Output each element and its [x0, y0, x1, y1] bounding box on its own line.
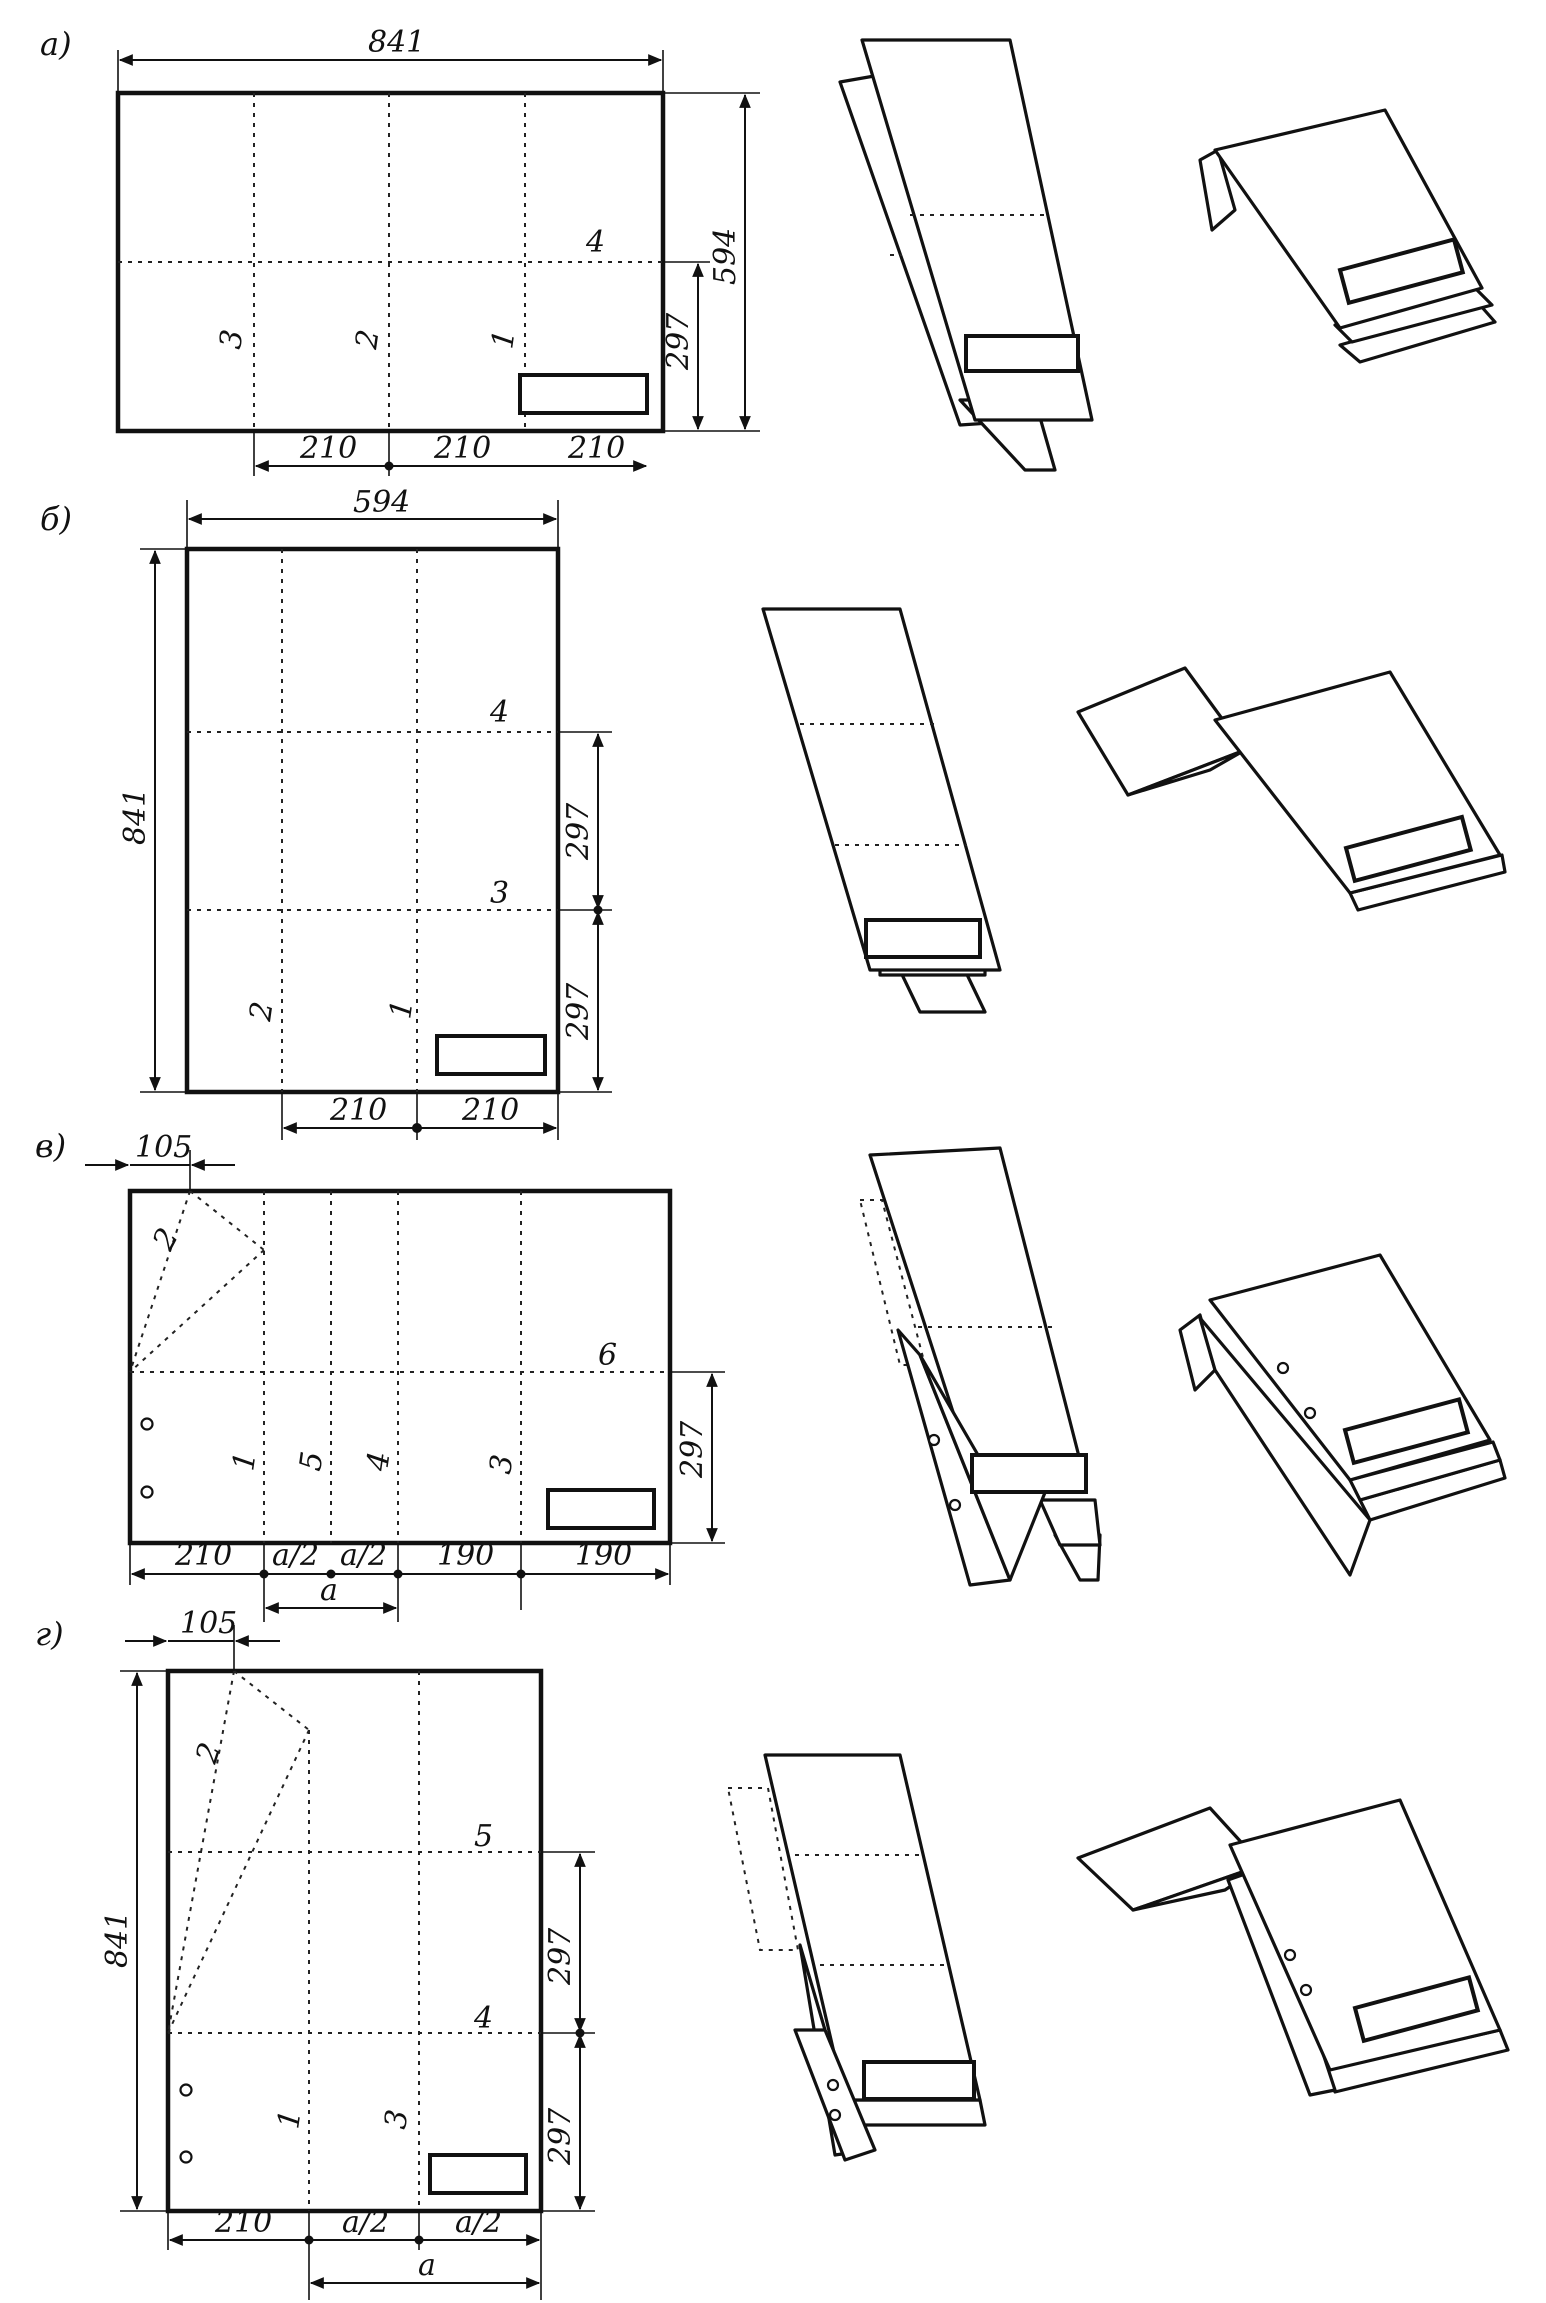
- panel-g-title-block: [428, 2153, 528, 2195]
- panel-v-binding-hole: [140, 1485, 154, 1499]
- panel-g-dimension-bottom-label: a/2: [455, 2205, 502, 2240]
- panel-g-fold-number: 4: [473, 2001, 493, 2036]
- panel-a-fold-number: 2: [349, 327, 386, 352]
- panel-b-label: б): [40, 500, 72, 538]
- panel-v-fold-line: [129, 1249, 265, 1373]
- panel-a-folded-view-1: [838, 38, 1094, 472]
- panel-v-fold-number: 5: [293, 1449, 330, 1473]
- panel-v-folded-view-2: [1178, 1253, 1507, 1577]
- panel-v-fold-line: [129, 1190, 191, 1373]
- panel-g: г) 1 2 3 4 5 105 841 297: [35, 1606, 1510, 2300]
- panel-v-dimension-bottom-sub-label: a: [320, 1573, 338, 1608]
- panel-b-fold-number: 4: [489, 695, 509, 730]
- panel-b-fold-number: 2: [243, 999, 280, 1024]
- panel-g-dimension-bottom-label: a/2: [342, 2205, 389, 2240]
- panel-b-dimension-node: [593, 905, 603, 915]
- panel-g-dimension-right-label: 297: [543, 1927, 578, 1986]
- panel-g-dimension-left-label: 841: [100, 1911, 135, 1968]
- panel-b-fold-number: 3: [490, 876, 509, 911]
- panel-v-fold-number: 3: [483, 1452, 520, 1476]
- panel-b-dimension-bottom-label: 210: [329, 1093, 387, 1128]
- panel-b-folded-view-1: [761, 607, 1002, 1014]
- panel-v-folded-view-1: [858, 1146, 1102, 1587]
- panel-a: а) 1 2 3 4 841 594 297 210 210 210: [40, 25, 1497, 476]
- panel-a-fold-number: 1: [485, 327, 522, 351]
- panel-b: б) 1 2 3 4 594 841 297 297: [40, 485, 1507, 1140]
- panel-g-fold-number: 1: [271, 2107, 308, 2131]
- panel-v-fold-line: [189, 1190, 265, 1251]
- panel-v-fold-number: 1: [226, 1449, 263, 1473]
- panel-v-fold-number: 6: [598, 1338, 617, 1373]
- panel-g-dimension-bottom-sub-label: a: [418, 2248, 436, 2283]
- panel-v-dimension-node: [393, 1569, 403, 1579]
- panel-v-dimension-bottom-label: 190: [437, 1538, 494, 1573]
- panel-v-sheet: [127, 1188, 673, 1546]
- panel-g-sheet: [165, 1668, 544, 2214]
- panel-g-fold-number: 3: [378, 2107, 415, 2131]
- panel-v-dimension-top-label: 105: [135, 1130, 192, 1165]
- panel-b-dimension-top-label: 594: [353, 485, 410, 520]
- panel-g-fold-line: [167, 1670, 235, 2034]
- panel-b-dimension-left-label: 841: [118, 788, 153, 845]
- panel-v-binding-hole: [140, 1417, 154, 1431]
- panel-b-dimension-right-label: 297: [561, 802, 596, 861]
- panel-g-dimension-top-label: 105: [180, 1606, 237, 1641]
- panel-g-fold-number: 2: [189, 1738, 228, 1768]
- panel-b-dimension-node: [412, 1123, 422, 1133]
- panel-a-dimension-top-label: 841: [368, 25, 425, 60]
- panel-a-label: а): [40, 25, 72, 63]
- panel-g-fold-number: 5: [474, 1819, 493, 1854]
- panel-v-dimension-bottom-label: 190: [575, 1538, 632, 1573]
- panel-a-dimension-node: [384, 461, 394, 471]
- panel-a-dimension-right-total-label: 594: [708, 228, 743, 285]
- panel-b-folded-view-2: [1076, 666, 1507, 912]
- panel-v-dimension-bottom-label: a/2: [272, 1538, 319, 1573]
- panel-v-label: в): [35, 1127, 66, 1165]
- panel-v-dimension-bottom-label: a/2: [340, 1538, 387, 1573]
- panel-g-folded-view-2: [1076, 1798, 1510, 2097]
- panel-a-dimension-bottom-label: 210: [567, 431, 625, 466]
- panel-g-binding-hole: [179, 2083, 193, 2097]
- panel-a-folded-view-2: [1198, 108, 1497, 364]
- panel-g-fold-line: [233, 1670, 310, 1731]
- panel-b-dimension-bottom-label: 210: [461, 1093, 519, 1128]
- panel-a-title-block: [518, 373, 649, 415]
- panel-g-binding-hole: [179, 2150, 193, 2164]
- panel-a-fold-number: 4: [585, 225, 605, 260]
- panel-b-title-block: [435, 1034, 547, 1076]
- panel-v-dimension-right-label: 297: [675, 1420, 710, 1479]
- panel-g-dimension-right-label: 297: [543, 2107, 578, 2166]
- panel-g-dimension-node: [304, 2235, 314, 2245]
- panel-a-dimension-bottom-label: 210: [433, 431, 491, 466]
- panel-v-dimension-node: [516, 1569, 526, 1579]
- panel-v-title-block: [546, 1488, 656, 1530]
- panel-v-dimension-bottom-label: 210: [174, 1538, 232, 1573]
- panel-v-dimension-node: [259, 1569, 269, 1579]
- panel-b-dimension-right-label: 297: [561, 982, 596, 1041]
- panel-a-dimension-right-part-label: 297: [661, 312, 696, 371]
- panel-g-dimension-bottom-label: 210: [214, 2205, 272, 2240]
- panel-b-fold-number: 1: [383, 997, 420, 1021]
- panel-a-dimension-bottom-label: 210: [299, 431, 357, 466]
- panel-v: в) 1 2 3 4 5 6 105 297: [35, 1127, 1507, 1622]
- panel-b-sheet: [184, 546, 561, 1095]
- panel-g-fold-line: [167, 1729, 310, 2034]
- panel-v-fold-number: 2: [146, 1222, 186, 1256]
- panel-g-dimension-node: [575, 2028, 585, 2038]
- panel-v-fold-number: 4: [360, 1449, 397, 1474]
- panel-g-dimension-node: [414, 2235, 424, 2245]
- panel-a-fold-number: 3: [213, 327, 250, 351]
- panel-g-folded-view-1: [726, 1753, 987, 2162]
- panel-v-dimension-node: [326, 1569, 336, 1579]
- panel-g-label: г): [35, 1615, 64, 1653]
